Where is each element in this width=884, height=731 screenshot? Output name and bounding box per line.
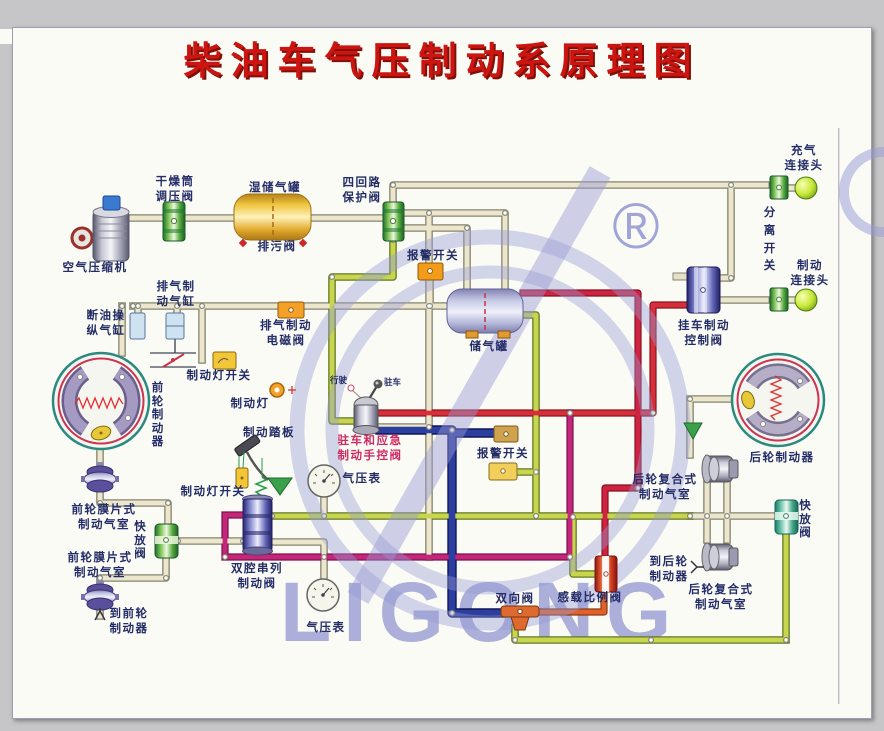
page-title: 柴油车气压制动系原理图 [183, 41, 701, 83]
label-rear-chamber-1: 后轮复合式 制动气室 [632, 474, 698, 501]
label-brake-light-switch-1: 制动灯开关 [186, 370, 252, 382]
quick-release-valve-figure-2 [774, 499, 799, 535]
label-front-chamber-2: 前轮膜片式 制动气室 [67, 552, 133, 579]
rear-brake-chamber-figure-1 [701, 454, 739, 484]
air-compressor-figure [70, 195, 130, 262]
label-trailer-valve: 挂车制动 控制阀 [678, 320, 730, 347]
label-air-tank: 储气罐 [469, 341, 509, 353]
front-wheel-brake-figure [51, 351, 151, 451]
front-brake-chamber-figure-2 [81, 580, 119, 611]
pipe-joints [97, 182, 790, 643]
brake-light-switch-figure-1 [212, 351, 237, 370]
label-hand-valve-drive: 行驶 [330, 375, 348, 385]
label-air-compressor: 空气压缩机 [62, 262, 128, 274]
label-pressure-gauge-1: 气压表 [342, 473, 382, 485]
alarm-switch-figure-2a [493, 425, 519, 443]
label-exhaust-solenoid: 排气制动 电磁阀 [260, 320, 312, 347]
pressure-gauge-figure-2 [306, 578, 340, 612]
label-front-wheel-brake: 前 轮 制 动 器 [151, 382, 164, 449]
label-load-proportion-valve: 感载比例阀 [557, 592, 623, 604]
label-hand-valve-park: 驻车 [384, 377, 402, 387]
label-rear-chamber-2: 后轮复合式 制动气室 [688, 584, 754, 611]
label-quick-release-2: 快 放 阀 [799, 500, 811, 540]
label-brake-light-switch-2: 制动灯开关 [180, 486, 246, 498]
load-proportion-valve-figure [594, 555, 618, 593]
label-brake-connector: 制动 连接头 [790, 260, 830, 287]
label-tandem-brake-valve: 双腔串列 制动阀 [231, 563, 283, 590]
front-brake-chamber-figure-1 [81, 462, 119, 493]
label-to-rear-brake: 到后轮 制动器 [649, 556, 689, 583]
trailer-brake-control-valve-figure [672, 266, 721, 314]
label-two-way-valve: 双向阀 [495, 593, 535, 605]
label-four-circuit-valve: 四回路 保护阀 [342, 177, 382, 204]
label-alarm-switch-2: 报警开关 [477, 448, 529, 460]
label-separation-switch: 分 离 开 关 [763, 207, 776, 273]
diagram-panel [12, 27, 872, 719]
tandem-brake-valve-figure [242, 458, 273, 556]
to-rear-brake-fork-icon [690, 560, 704, 574]
label-exhaust-brake-cylinder: 排气制 动气缸 [156, 281, 196, 308]
hand-control-valve-figure [347, 379, 383, 435]
alarm-switch-figure-1 [417, 262, 444, 281]
label-front-chamber-1: 前轮膜片式 制动气室 [71, 504, 137, 531]
four-circuit-protection-valve-figure [382, 201, 405, 242]
pressure-gauge-figure-1 [307, 464, 341, 498]
label-hand-control-valve: 驻车和应急 制动手控阀 [337, 435, 403, 462]
exhaust-port-icon [683, 422, 703, 441]
quick-release-valve-figure-1 [154, 523, 179, 559]
rear-brake-chamber-figure-2 [701, 542, 739, 572]
label-brake-light: 制动灯 [230, 398, 270, 410]
label-drain-valve: 排污阀 [257, 241, 297, 253]
two-way-valve-figure [500, 605, 540, 631]
alarm-switch-figure-2b [488, 462, 518, 481]
watermark-logo: ® [289, 147, 884, 631]
to-front-brake-fork-icon [94, 608, 106, 621]
components [51, 175, 826, 631]
brake-light-figure [269, 382, 296, 398]
label-to-front-brake: 到前轮 制动器 [109, 608, 149, 635]
panel-notch [0, 29, 12, 44]
sheet-border-line [838, 128, 840, 704]
label-charge-connector: 充气 连接头 [784, 145, 824, 172]
air-tank-figure [446, 288, 524, 339]
label-pressure-gauge-2: 气压表 [306, 622, 346, 634]
label-wet-tank: 湿储气罐 [249, 182, 301, 194]
brake-light-switch-figure-2 [235, 451, 249, 489]
label-brake-pedal: 制动踏板 [243, 427, 295, 439]
charge-connector-figure [769, 175, 818, 200]
label-fuel-cutoff-cylinder: 断油操 纵气缸 [86, 310, 126, 337]
label-alarm-switch-1: 报警开关 [407, 250, 459, 262]
wet-air-tank-figure [233, 193, 312, 248]
label-rear-wheel-brake: 后轮制动器 [749, 452, 815, 464]
label-dryer-valve: 干燥筒 调压阀 [155, 176, 195, 203]
label-quick-release-1: 快 放 阀 [134, 521, 146, 561]
brake-connector-figure [769, 287, 818, 312]
exhaust-solenoid-figure [277, 301, 305, 319]
brake-pedal-figure [234, 434, 293, 496]
registered-mark-icon: ® [612, 190, 659, 262]
exhaust-brake-figure [129, 312, 196, 368]
dryer-regulator-valve-figure [162, 201, 186, 242]
rear-wheel-brake-figure [730, 352, 826, 448]
